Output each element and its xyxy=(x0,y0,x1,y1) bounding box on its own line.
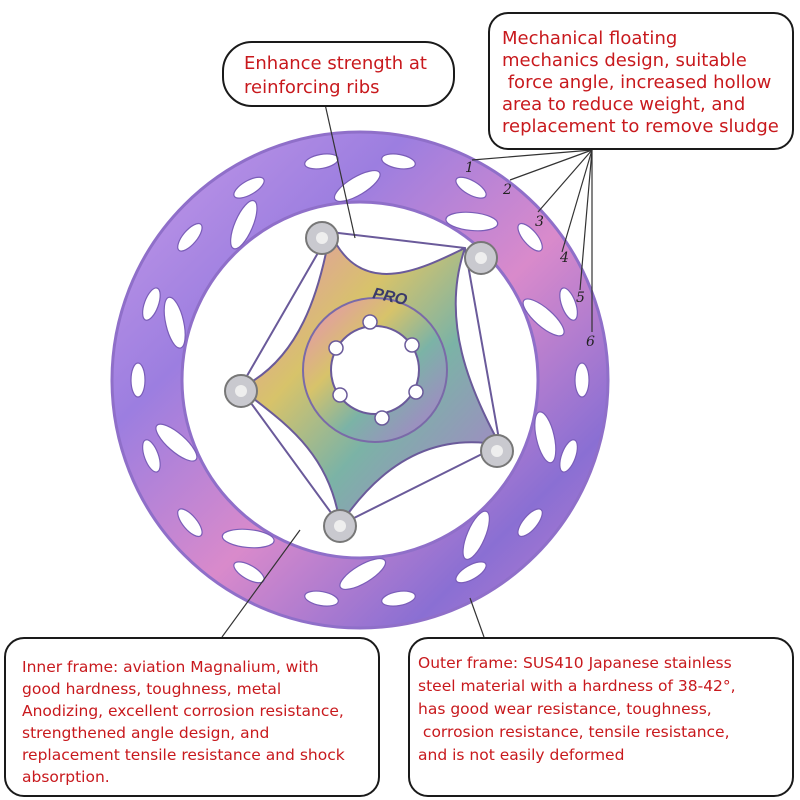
spider-logo: PRO xyxy=(371,285,409,309)
callout-line: good hardness, toughness, metal xyxy=(22,680,282,698)
rivet-set xyxy=(224,221,514,543)
hollow-slot xyxy=(142,287,161,321)
hollow-slot xyxy=(142,439,161,473)
callout-line: has good wear resistance, toughness, xyxy=(418,700,712,718)
callout-line: absorption. xyxy=(22,768,110,786)
marker-2: 2 xyxy=(502,182,512,198)
callout-line: strengthened angle design, and xyxy=(22,724,270,742)
rivet xyxy=(323,509,357,543)
hollow-slot xyxy=(304,153,339,170)
hollow-slot xyxy=(304,590,339,607)
hollow-slot xyxy=(221,528,275,549)
hollow-slot xyxy=(455,176,487,199)
hollow-slot xyxy=(155,423,198,462)
center-bolt-holes xyxy=(328,314,424,426)
callout-line: area to reduce weight, and xyxy=(502,94,746,115)
marker-3: 3 xyxy=(535,214,544,230)
rivet xyxy=(305,221,339,255)
marker-4: 4 xyxy=(559,250,569,266)
callout-line: Mechanical floating xyxy=(502,28,678,49)
hollow-slot xyxy=(381,153,416,170)
hollow-slot xyxy=(517,508,543,538)
hollow-slot xyxy=(559,439,578,473)
callout-reinforcing-ribs: Enhance strength at reinforcing ribs xyxy=(222,41,455,107)
hollow-slot xyxy=(462,510,490,561)
hollow-slot xyxy=(339,558,387,590)
callout-line: corrosion resistance, tensile resistance… xyxy=(418,723,730,741)
hollow-slot xyxy=(177,222,203,252)
hollow-slot xyxy=(163,296,186,349)
callout-line: force angle, increased hollow xyxy=(502,72,772,93)
callout-line: reinforcing ribs xyxy=(244,77,380,98)
callout-line: Enhance strength at xyxy=(244,53,427,74)
rivet xyxy=(464,241,498,275)
hollow-slot xyxy=(574,362,590,398)
callout-line: replacement to remove sludge xyxy=(502,116,779,137)
hollow-slot xyxy=(517,222,543,252)
ring-hollow-slots xyxy=(130,153,590,607)
marker-1: 1 xyxy=(465,160,474,176)
rivet xyxy=(480,434,514,468)
callout-outer-frame: Outer frame: SUS410 Japanese stainless s… xyxy=(408,637,794,797)
hollow-slot xyxy=(522,298,565,337)
hollow-slot xyxy=(130,362,146,398)
callout-line: mechanics design, suitable xyxy=(502,50,747,71)
inner-frame-spider: PRO xyxy=(238,230,502,527)
leader-lines xyxy=(221,103,593,638)
hollow-slot xyxy=(534,411,557,464)
hollow-slot xyxy=(445,211,499,232)
callout-inner-frame: Inner frame: aviation Magnalium, with go… xyxy=(4,637,380,797)
callout-line: Outer frame: SUS410 Japanese stainless xyxy=(418,654,732,672)
callout-line: and is not easily deformed xyxy=(418,746,625,764)
callout-floating-design: Mechanical floating mechanics design, su… xyxy=(488,12,794,150)
hollow-slot xyxy=(230,199,258,250)
hollow-slot xyxy=(177,508,203,538)
hollow-slot xyxy=(233,561,265,584)
hollow-slot xyxy=(333,170,381,202)
marker-5: 5 xyxy=(576,290,585,306)
callout-line: replacement tensile resistance and shock xyxy=(22,746,345,764)
callout-number-markers: 1 2 3 4 5 6 xyxy=(465,160,595,350)
callout-line: steel material with a hardness of 38-42°… xyxy=(418,677,736,695)
hollow-slot xyxy=(381,590,416,607)
hollow-slot xyxy=(233,176,265,199)
hollow-slot xyxy=(559,287,578,321)
hollow-slot xyxy=(455,561,487,584)
rivet xyxy=(224,374,258,408)
callout-line: Anodizing, excellent corrosion resistanc… xyxy=(22,702,344,720)
marker-6: 6 xyxy=(586,334,595,350)
callout-line: Inner frame: aviation Magnalium, with xyxy=(22,658,319,676)
